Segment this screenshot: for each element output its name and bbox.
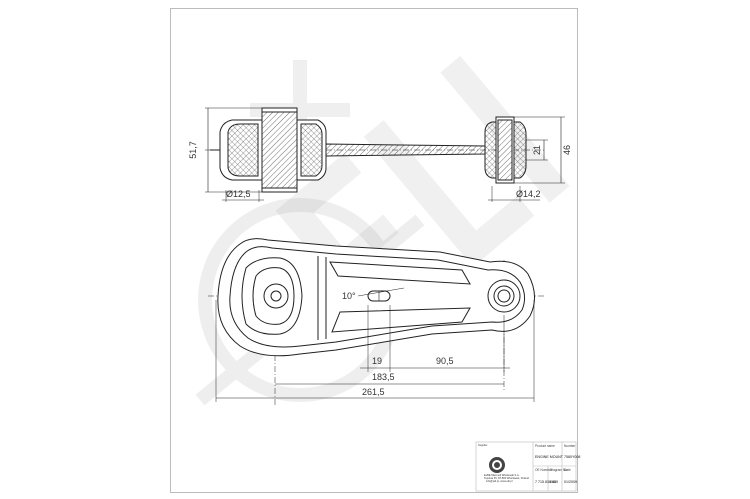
dim-slot-to-center: 90,5 [436, 356, 454, 366]
product-name-label: Product name [535, 444, 555, 448]
side-view [205, 107, 565, 202]
dim-slot-width: 19 [372, 356, 382, 366]
number-value: 7580Y008 [564, 455, 581, 459]
date-label: Date [564, 468, 571, 472]
dim-top-height: 51,7 [188, 141, 198, 159]
date-value: 01/2009 [564, 480, 577, 484]
supplier-label: Supplier [478, 444, 488, 447]
dim-right-inner: 21 [532, 145, 542, 155]
dim-mid-length: 183,5 [372, 372, 395, 382]
company-logo [489, 457, 505, 473]
dim-right-diameter: Ø14,2 [516, 189, 541, 199]
title-block-grid [475, 441, 577, 492]
number-label: Number [564, 444, 576, 448]
oe-number-value: 7 715 836 489 [535, 480, 558, 484]
oe-number-label: OE Number [535, 468, 552, 472]
product-name-value: ENGINE MOUNT [535, 455, 563, 459]
dim-overall-length: 261,5 [362, 387, 385, 397]
dim-angle: 10° [342, 291, 356, 301]
dim-left-diameter: Ø12,5 [226, 189, 251, 199]
front-view [208, 238, 545, 405]
company-line-3: info@elit.pl, www.elit.pl [486, 480, 513, 483]
diagram-no-label: Diagram No. [550, 468, 568, 472]
company-line-2: Topolna 45, 87-800 Wloclawek, Poland [484, 477, 529, 480]
dim-right-height: 46 [562, 145, 572, 155]
company-line-1: ELBE Maxmoil Wholesale S.A. [484, 474, 520, 477]
diagram-no-value: 001 [550, 480, 556, 484]
